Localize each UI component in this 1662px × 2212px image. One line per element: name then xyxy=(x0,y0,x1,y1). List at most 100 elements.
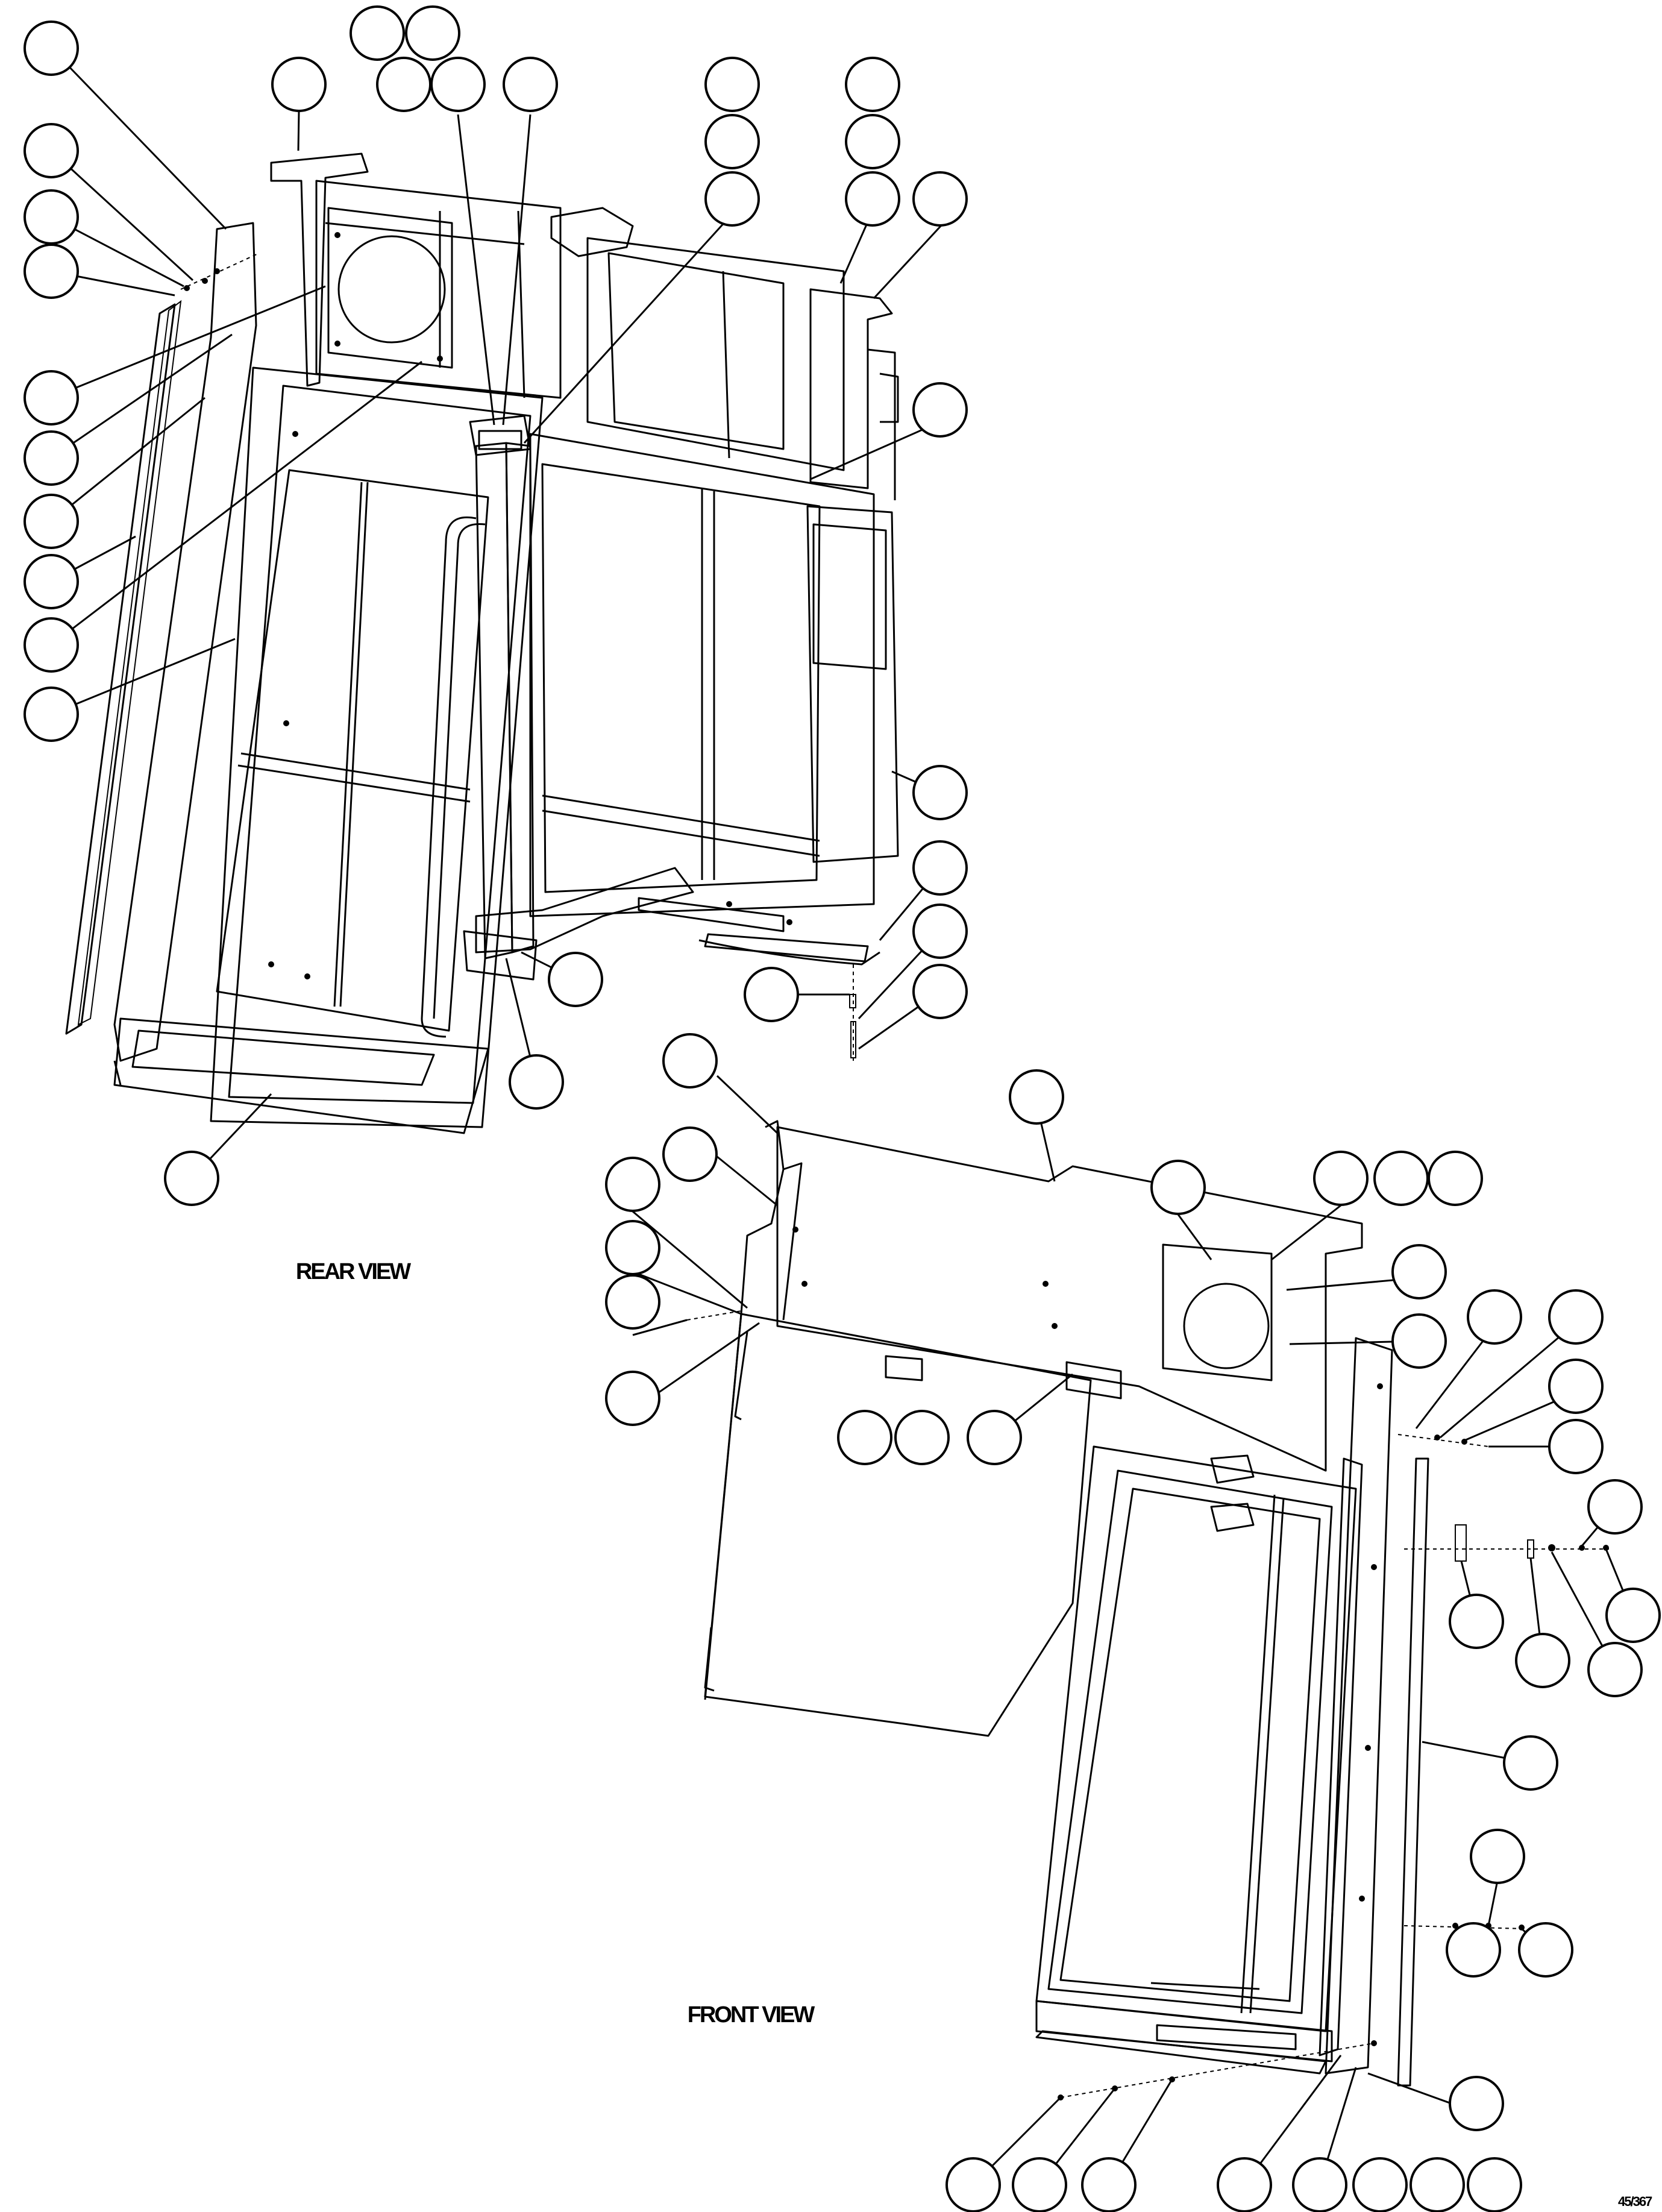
callout-bubble xyxy=(24,554,79,609)
callout-circle xyxy=(1518,1922,1573,1978)
callout-bubble xyxy=(1470,1829,1525,1884)
callout-circle xyxy=(1012,2157,1067,2212)
callout-bubble xyxy=(1391,1244,1447,1299)
callout-bubble xyxy=(1313,1151,1369,1206)
callout-circle xyxy=(1548,1419,1604,1474)
callout-circle xyxy=(376,57,431,112)
callout-circle xyxy=(271,57,327,112)
callout-circle xyxy=(704,114,760,169)
callout-bubble xyxy=(24,189,79,245)
callout-bubble xyxy=(1428,1151,1483,1206)
callout-circle xyxy=(912,903,968,959)
callout-bubble xyxy=(164,1151,219,1206)
callout-bubble xyxy=(376,57,431,112)
front-view-assembly xyxy=(686,1120,1609,2100)
callout-circle xyxy=(1391,1313,1447,1369)
callout-circle xyxy=(1217,2157,1272,2212)
callout-bubble xyxy=(1518,1922,1573,1978)
callout-bubble xyxy=(24,370,79,426)
callout-circle xyxy=(744,967,799,1022)
callout-circle xyxy=(845,171,900,227)
callout-bubble xyxy=(1292,2157,1347,2212)
callout-bubble xyxy=(1467,1289,1522,1345)
callout-circle xyxy=(912,964,968,1019)
callout-bubble xyxy=(1352,2157,1408,2212)
callout-circle xyxy=(350,5,405,61)
callout-circle xyxy=(1467,2157,1522,2212)
callout-bubble xyxy=(503,57,558,112)
callout-circle xyxy=(1548,1289,1604,1345)
callout-bubble xyxy=(1410,2157,1465,2212)
callout-circle xyxy=(837,1410,892,1465)
callout-bubble xyxy=(845,114,900,169)
callout-bubble xyxy=(1150,1160,1206,1215)
callout-circle xyxy=(405,5,460,61)
callout-bubble xyxy=(845,57,900,112)
callout-circle xyxy=(24,617,79,673)
callout-bubble xyxy=(1009,1069,1064,1125)
callout-circle xyxy=(945,2157,1001,2212)
callout-circle xyxy=(164,1151,219,1206)
callout-bubble xyxy=(24,687,79,742)
callout-bubble xyxy=(912,903,968,959)
drawing-id: 45/367 xyxy=(1618,2194,1652,2209)
callout-circle xyxy=(24,430,79,486)
callout-circle xyxy=(845,57,900,112)
callout-bubble xyxy=(1449,1594,1504,1649)
callout-bubble xyxy=(704,114,760,169)
callout-circle xyxy=(912,171,968,227)
callout-bubble xyxy=(1012,2157,1067,2212)
callout-bubble xyxy=(945,2157,1001,2212)
rear-view-assembly xyxy=(65,152,899,1134)
callout-bubble xyxy=(605,1371,660,1426)
callout-circle xyxy=(912,840,968,896)
callout-bubble xyxy=(967,1410,1022,1465)
callout-bubble xyxy=(1217,2157,1272,2212)
callout-bubble xyxy=(845,171,900,227)
callout-circle xyxy=(662,1126,718,1182)
callout-circle xyxy=(912,765,968,820)
callout-circle xyxy=(1391,1244,1447,1299)
callout-bubble xyxy=(1503,1735,1558,1791)
callout-circle xyxy=(605,1220,660,1275)
callout-circle xyxy=(605,1274,660,1330)
callout-bubble xyxy=(509,1054,564,1110)
callout-bubble xyxy=(1449,2076,1504,2131)
callout-circle xyxy=(912,382,968,438)
callout-bubble xyxy=(912,765,968,820)
callout-bubble xyxy=(24,494,79,549)
callout-circle xyxy=(24,123,79,178)
callout-bubble xyxy=(912,964,968,1019)
callout-bubble xyxy=(894,1410,950,1465)
callout-circle xyxy=(1587,1642,1643,1697)
callout-circle xyxy=(1428,1151,1483,1206)
callout-circle xyxy=(1467,1289,1522,1345)
callout-circle xyxy=(704,57,760,112)
callout-bubble xyxy=(350,5,405,61)
callout-bubble xyxy=(704,171,760,227)
callout-bubble xyxy=(1515,1633,1570,1688)
callout-circle xyxy=(24,687,79,742)
callout-bubble xyxy=(271,57,327,112)
callout-bubble xyxy=(1081,2157,1137,2212)
callout-circle xyxy=(24,494,79,549)
callout-bubble xyxy=(24,430,79,486)
callout-circle xyxy=(1410,2157,1465,2212)
callout-circle xyxy=(967,1410,1022,1465)
callout-circle xyxy=(1605,1588,1661,1643)
callout-bubble xyxy=(1548,1359,1604,1414)
callout-circle xyxy=(1081,2157,1137,2212)
callout-circle xyxy=(662,1033,718,1089)
callout-bubble xyxy=(24,617,79,673)
callout-circle xyxy=(1373,1151,1429,1206)
callout-bubble xyxy=(24,244,79,299)
callout-circle xyxy=(1009,1069,1064,1125)
callout-circle xyxy=(605,1371,660,1426)
callout-bubble xyxy=(605,1157,660,1212)
callout-circle xyxy=(1313,1151,1369,1206)
callout-circle xyxy=(1150,1160,1206,1215)
callout-bubble xyxy=(662,1033,718,1089)
callout-circle xyxy=(704,171,760,227)
callout-circle xyxy=(548,952,603,1007)
callout-bubble xyxy=(1548,1289,1604,1345)
